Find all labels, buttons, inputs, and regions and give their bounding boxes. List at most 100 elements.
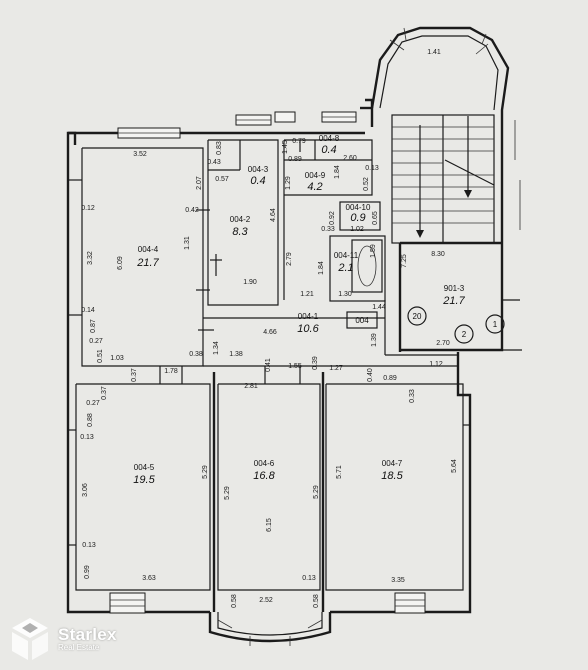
- room-labels: 004-4 21.7 004-3 0.4 004-2 8.3 004-8 0.4…: [133, 134, 465, 486]
- room-id: 004-3: [248, 165, 269, 174]
- dimension-label: 0.89: [383, 375, 397, 382]
- dimension-label: 1.34: [213, 341, 220, 355]
- room-area: 21.7: [136, 257, 159, 269]
- markers: 004 20 2 1: [346, 306, 505, 344]
- dimension-label: 1.55: [288, 363, 302, 370]
- marker-circle-20-label: 20: [413, 312, 422, 321]
- room-id: 901-3: [444, 284, 465, 293]
- dimension-label: 0.89: [288, 156, 302, 163]
- room-area: 2.1: [337, 262, 353, 274]
- dimension-label: 4.64: [270, 208, 277, 222]
- interior-walls: [68, 139, 470, 612]
- room-area: 0.4: [250, 175, 265, 187]
- dimension-label: 2.81: [244, 383, 258, 390]
- dimension-label: 5.29: [313, 485, 320, 499]
- dimension-label: 0.51: [97, 349, 104, 363]
- dimension-label: 3.63: [142, 575, 156, 582]
- room-area: 21.7: [442, 295, 465, 307]
- dimension-label: 0.58: [313, 594, 320, 608]
- dimension-label: 0.92: [329, 211, 336, 225]
- dimension-label: 5.29: [224, 486, 231, 500]
- room-id: 004-9: [305, 171, 326, 180]
- dimension-label: 1.02: [350, 226, 364, 233]
- dimension-label: 1.30: [338, 291, 352, 298]
- dimension-label: 6.15: [266, 518, 273, 532]
- dimension-label: 0.12: [81, 205, 95, 212]
- dimension-label: 1.39: [371, 333, 378, 347]
- dimension-label: 0.13: [82, 542, 96, 549]
- dimension-label: 2.79: [286, 252, 293, 266]
- bottom-windows: [109, 592, 426, 614]
- dimension-label: 0.65: [372, 211, 379, 225]
- dimension-label: 1.03: [110, 355, 124, 362]
- dimension-label: 0.43: [207, 159, 221, 166]
- room-id: 004-2: [230, 215, 251, 224]
- marker-circle-2: [454, 324, 474, 344]
- dimension-label: 3.06: [82, 483, 89, 497]
- room-area: 19.5: [133, 474, 155, 486]
- room-area: 4.2: [307, 181, 322, 193]
- dimension-label: 0.38: [189, 351, 203, 358]
- dimension-label: 0.41: [265, 358, 272, 372]
- dimension-label: 1.27: [329, 365, 343, 372]
- dimension-label: 0.27: [89, 338, 103, 345]
- dimension-label: 0.13: [365, 165, 379, 172]
- dimension-label: 8.30: [431, 251, 445, 258]
- dimension-label: 2.52: [259, 597, 273, 604]
- dimension-label: 5.29: [202, 465, 209, 479]
- dimension-label: 0.37: [101, 386, 108, 400]
- dimension-label: 7.25: [401, 254, 408, 268]
- room-id: 004-5: [134, 463, 155, 472]
- dimension-label: 0.39: [312, 356, 319, 370]
- dimension-label: 0.52: [363, 177, 370, 191]
- dimension-label: 5.71: [336, 465, 343, 479]
- marker-circle-1-label: 1: [493, 320, 498, 329]
- room-area: 8.3: [232, 226, 248, 238]
- cube-logo-icon: [12, 618, 48, 660]
- room-id: 004-7: [382, 459, 403, 468]
- dimension-label: 1.38: [229, 351, 243, 358]
- dimension-label: 0.33: [321, 226, 335, 233]
- dimension-label: 0.14: [81, 307, 95, 314]
- dimension-label: 0.33: [409, 389, 416, 403]
- dimension-label: 0.42: [185, 207, 199, 214]
- room-area: 10.6: [297, 323, 319, 335]
- marker-circle-1: [485, 314, 505, 334]
- unit-box: [346, 311, 378, 329]
- dimension-label: 2.60: [343, 155, 357, 162]
- marker-circle-2-label: 2: [462, 330, 467, 339]
- dimension-label: 0.79: [292, 138, 306, 145]
- brand-tagline: Real Estate: [58, 642, 100, 652]
- room-area: 18.5: [381, 470, 403, 482]
- dimension-label: 1.31: [184, 236, 191, 250]
- dimension-label: 2.70: [436, 340, 450, 347]
- room-id: 004-11: [334, 251, 359, 260]
- dimension-label: 1.45: [282, 140, 289, 154]
- dimension-label: 3.52: [133, 151, 147, 158]
- dimension-label: 0.13: [80, 434, 94, 441]
- brand-logo: Starlex Real Estate: [10, 616, 117, 662]
- brand-name: Starlex: [58, 624, 117, 644]
- room-area: 0.9: [350, 212, 365, 224]
- dimension-label: 1.90: [243, 279, 257, 286]
- dimension-label: 1.29: [285, 176, 292, 190]
- dimension-label: 0.58: [231, 594, 238, 608]
- room-id: 004-6: [254, 459, 275, 468]
- room-id: 004-1: [298, 312, 319, 321]
- dimension-label: 1.44: [372, 304, 386, 311]
- dimension-label: 1.21: [300, 291, 314, 298]
- dimension-label: 4.66: [263, 329, 277, 336]
- dimension-label: 0.87: [90, 319, 97, 333]
- dimension-label: 1.12: [429, 361, 443, 368]
- room-id: 004-4: [138, 245, 159, 254]
- dimension-label: 1.78: [164, 368, 178, 375]
- dimension-label: 0.13: [302, 575, 316, 582]
- dimension-label: 1.59: [370, 244, 377, 258]
- dimension-label: 6.09: [117, 256, 124, 270]
- dimension-label: 0.37: [131, 368, 138, 382]
- dimension-label: 2.07: [196, 176, 203, 190]
- unit-box-label: 004: [355, 316, 369, 325]
- dimension-label: 5.64: [451, 459, 458, 473]
